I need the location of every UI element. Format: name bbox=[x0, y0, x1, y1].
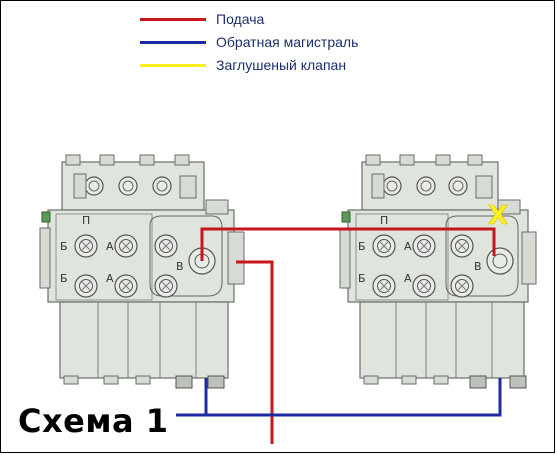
valve-left-port-label-a2: А bbox=[106, 272, 114, 285]
valve-left-port-label-b1: Б bbox=[60, 240, 68, 253]
supply-line-inlet bbox=[236, 260, 274, 444]
valve-right-spool-port-3 bbox=[450, 234, 474, 258]
valve-right-port-label-b1: Б bbox=[358, 240, 366, 253]
valve-right-sections bbox=[359, 301, 525, 379]
valve-right-port-label-v: В bbox=[474, 260, 482, 273]
valve-left-spool-port-3 bbox=[154, 234, 178, 258]
valve-left-spool-port-5 bbox=[114, 274, 138, 298]
valve-right-port-label-b2: Б bbox=[358, 272, 366, 285]
valve-right-spool-port-4 bbox=[372, 274, 396, 298]
valve-right-tag: П bbox=[380, 214, 388, 227]
valve-left-port-label-v: В bbox=[176, 260, 184, 273]
plugged-valve-marker: X bbox=[488, 201, 508, 231]
legend-label-supply: Подача bbox=[216, 11, 265, 27]
valve-right-pressure-port bbox=[486, 247, 514, 275]
valve-left-top-port-2 bbox=[118, 176, 138, 196]
valve-left-port-label-b2: Б bbox=[60, 272, 68, 285]
valve-left-spool-port-6 bbox=[154, 274, 178, 298]
valve-left-spool-port-4 bbox=[74, 274, 98, 298]
valve-right-port-label-a2: А bbox=[404, 272, 412, 285]
valve-block-left: Б А Б А В П 53 42 42 bbox=[39, 154, 245, 389]
valve-left-port-label-a1: А bbox=[106, 240, 114, 253]
valve-right-spool-port-6 bbox=[450, 274, 474, 298]
valve-right-spool-port-1 bbox=[372, 234, 396, 258]
valve-right-top-port-2 bbox=[416, 176, 436, 196]
valve-right-top-port-1 bbox=[382, 176, 402, 196]
legend-swatch-plugged bbox=[140, 64, 206, 67]
valve-right-port-label-a1: А bbox=[404, 240, 412, 253]
valve-right-top-port-3 bbox=[448, 176, 468, 196]
valve-left-sections bbox=[59, 301, 229, 379]
legend-swatch-supply bbox=[140, 18, 206, 21]
valve-block-right: Б А Б А В П 53 42 42 bbox=[339, 154, 537, 389]
valve-right-spool-port-2 bbox=[412, 234, 436, 258]
supply-line-connection bbox=[200, 227, 496, 261]
valve-left-spool-port-2 bbox=[114, 234, 138, 258]
valve-left-spool-port-1 bbox=[74, 234, 98, 258]
legend-swatch-return bbox=[140, 41, 206, 44]
legend-label-return: Обратная магистраль bbox=[216, 34, 359, 50]
valve-left-top-port-1 bbox=[84, 176, 104, 196]
return-line-connection bbox=[206, 378, 502, 417]
scheme-title: Схема 1 bbox=[18, 402, 169, 440]
valve-left-tag: П bbox=[82, 214, 90, 227]
valve-right-spool-port-5 bbox=[412, 274, 436, 298]
legend-label-plugged: Заглушеный клапан bbox=[216, 57, 347, 73]
valve-left-top-port-3 bbox=[152, 176, 172, 196]
